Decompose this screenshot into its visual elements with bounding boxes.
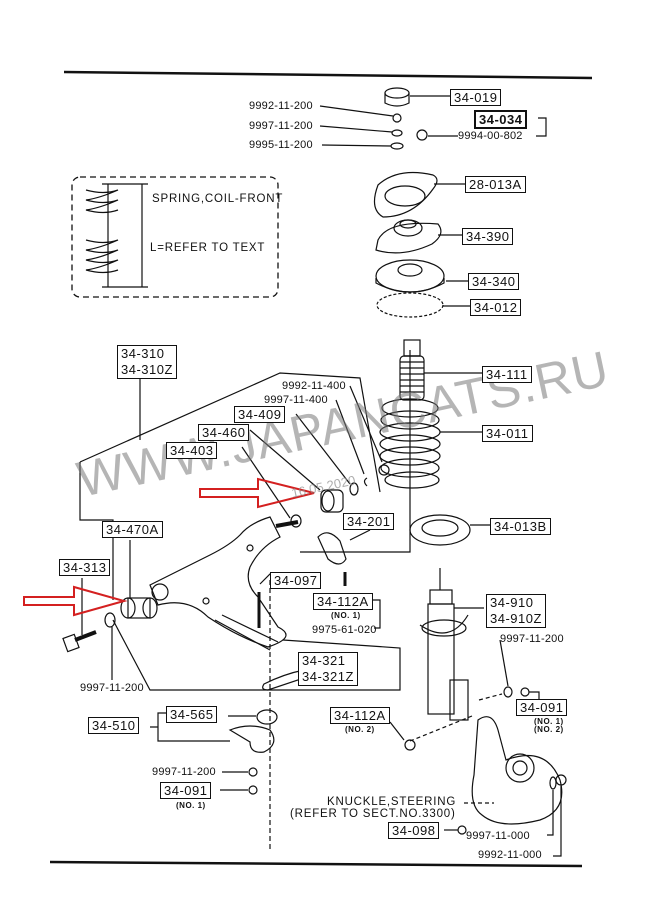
- part-label-34-013B[interactable]: 34-013B: [490, 518, 551, 535]
- part-label-34-098[interactable]: 34-098: [388, 822, 440, 839]
- clip-icon: [363, 477, 368, 487]
- part-label-34-340[interactable]: 34-340: [468, 273, 520, 290]
- highlight-arrows: [23, 477, 315, 617]
- part-label-34-012[interactable]: 34-012: [470, 299, 522, 316]
- stabilizer-bracket-icon: [317, 532, 347, 565]
- bump-cap-icon: [384, 87, 410, 107]
- part-label-34-310[interactable]: 34-310 34-310Z: [117, 345, 177, 379]
- spring-seat-icon: [376, 292, 444, 318]
- rear-bushing-icon: [320, 489, 344, 513]
- part-note-no1: (NO. 1): [534, 717, 564, 726]
- part-label-9997-11-200[interactable]: 9997-11-200: [249, 120, 313, 132]
- bushing-icon: [120, 597, 158, 619]
- bottom-rule: [49, 860, 583, 868]
- washer-icon: [549, 776, 557, 790]
- part-label-9997-11-400[interactable]: 9997-11-400: [264, 394, 328, 406]
- part-label-9994-00-802[interactable]: 9994-00-802: [458, 130, 523, 142]
- part-label-34-034[interactable]: 34-034: [474, 110, 528, 129]
- part-label-34-112A-no2[interactable]: 34-112A: [330, 707, 390, 724]
- part-note-no1: (NO. 1): [176, 801, 206, 810]
- part-label-9997-11-000[interactable]: 9997-11-000: [466, 830, 530, 842]
- part-label-34-321[interactable]: 34-321 34-321Z: [298, 652, 358, 686]
- part-number-34-321: 34-321: [302, 653, 346, 668]
- gasket-icon: [373, 172, 438, 218]
- part-label-9997-11-200-strut[interactable]: 9997-11-200: [500, 633, 564, 645]
- knuckle-note-reference: (REFER TO SECT.NO.3300): [290, 808, 456, 820]
- part-label-9995-11-200[interactable]: 9995-11-200: [249, 139, 313, 151]
- part-label-34-313[interactable]: 34-313: [59, 559, 111, 576]
- part-number-34-321Z: 34-321Z: [302, 669, 354, 684]
- part-label-34-460[interactable]: 34-460: [198, 424, 250, 441]
- part-number-34-310: 34-310: [121, 346, 165, 361]
- inset-title: SPRING,COIL-FRONT: [152, 193, 284, 205]
- part-number-34-310Z: 34-310Z: [121, 362, 173, 377]
- washer-icon: [390, 142, 404, 150]
- bolt-icon: [62, 630, 97, 653]
- nut-icon: [392, 113, 402, 123]
- top-rule: [63, 70, 593, 80]
- part-label-28-013A[interactable]: 28-013A: [465, 176, 526, 193]
- part-note-no2: (NO. 2): [345, 725, 375, 734]
- part-note-no2: (NO. 2): [534, 725, 564, 734]
- highlight-arrow-front-bushing: [23, 585, 128, 617]
- nut-icon: [248, 767, 258, 777]
- part-label-9997-11-200-arm[interactable]: 9997-11-200: [80, 682, 144, 694]
- part-label-9975-61-020[interactable]: 9975-61-020: [312, 624, 377, 636]
- ball-joint-boot-icon: [256, 709, 278, 725]
- part-label-34-390[interactable]: 34-390: [462, 228, 514, 245]
- part-label-34-403[interactable]: 34-403: [166, 442, 218, 459]
- nut-icon: [378, 464, 390, 476]
- knuckle-note-title: KNUCKLE,STEERING: [327, 796, 457, 808]
- part-label-9992-11-200[interactable]: 9992-11-200: [249, 100, 313, 112]
- inset-spring-icon: [85, 183, 148, 288]
- part-number-34-910: 34-910: [490, 595, 534, 610]
- inset-box: [71, 176, 279, 298]
- part-label-9992-11-000[interactable]: 9992-11-000: [478, 849, 542, 861]
- strut-mount-icon: [375, 219, 442, 254]
- steering-knuckle-icon: [471, 716, 563, 825]
- part-label-34-201[interactable]: 34-201: [343, 513, 395, 530]
- part-label-34-111[interactable]: 34-111: [482, 366, 532, 383]
- part-note-no1: (NO. 1): [331, 611, 361, 620]
- washer-icon: [391, 129, 403, 137]
- part-number-34-910Z: 34-910Z: [490, 611, 542, 626]
- inset-note: L=REFER TO TEXT: [150, 242, 266, 254]
- nut-icon: [248, 785, 258, 795]
- part-label-34-019[interactable]: 34-019: [450, 89, 502, 106]
- part-label-34-470A[interactable]: 34-470A: [102, 521, 163, 538]
- highlight-arrow-rear-bushing: [199, 477, 315, 509]
- bearing-plate-icon: [375, 259, 445, 293]
- washer-icon: [503, 686, 513, 698]
- bump-stop-icon: [399, 339, 425, 401]
- part-label-34-097[interactable]: 34-097: [270, 572, 322, 589]
- part-label-34-011[interactable]: 34-011: [482, 425, 533, 442]
- shock-absorber-icon: [419, 568, 469, 721]
- part-label-34-091-strut[interactable]: 34-091: [516, 699, 568, 716]
- part-label-34-409[interactable]: 34-409: [234, 406, 286, 423]
- part-label-9992-11-400[interactable]: 9992-11-400: [282, 380, 346, 392]
- lower-control-arm-icon: [149, 516, 287, 651]
- washer-icon: [104, 612, 116, 628]
- part-label-34-910[interactable]: 34-910 34-910Z: [486, 594, 546, 628]
- part-label-9997-11-200-balljoint[interactable]: 9997-11-200: [152, 766, 216, 778]
- bolt-icon: [457, 825, 467, 835]
- washer-icon: [290, 514, 302, 528]
- nut-icon: [416, 129, 428, 141]
- washer-icon: [349, 482, 359, 496]
- lower-spring-seat-icon: [409, 514, 471, 546]
- part-label-34-112A-no1[interactable]: 34-112A: [313, 593, 373, 610]
- nut-icon: [520, 687, 530, 697]
- ball-joint-icon: [228, 725, 275, 753]
- part-label-34-565[interactable]: 34-565: [166, 706, 218, 723]
- part-label-34-091-balljoint[interactable]: 34-091: [160, 782, 212, 799]
- nut-icon: [555, 774, 567, 786]
- bolt-head-icon: [404, 739, 416, 751]
- part-label-34-510[interactable]: 34-510: [88, 717, 140, 734]
